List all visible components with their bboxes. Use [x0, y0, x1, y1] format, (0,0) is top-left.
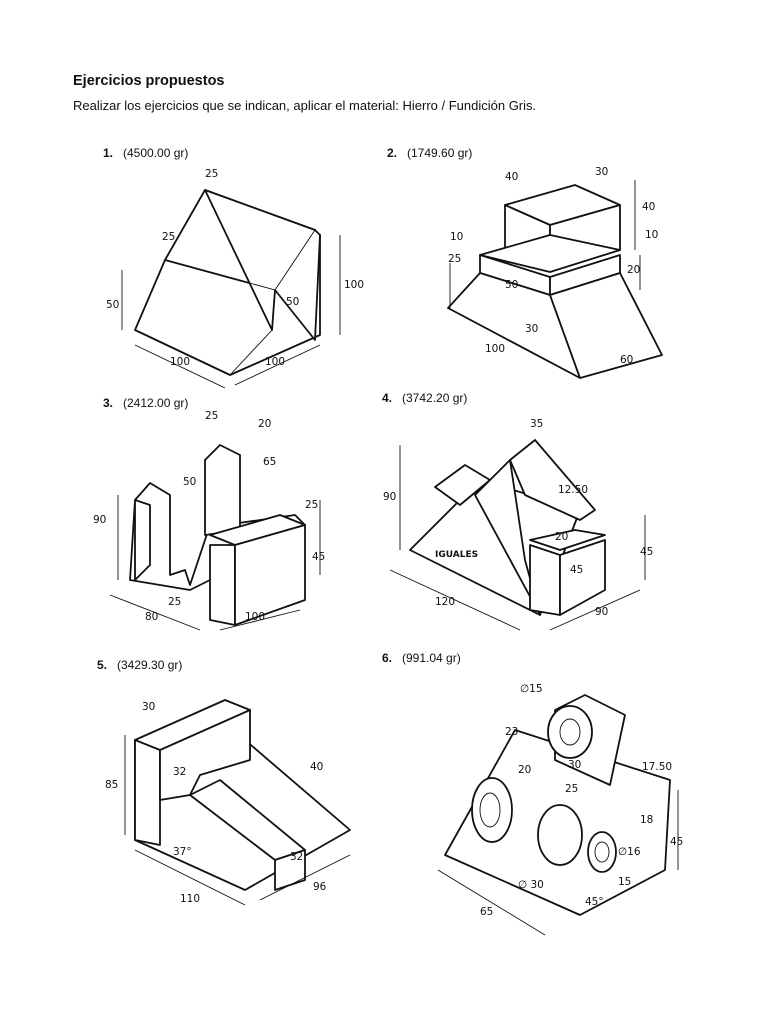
- exercise-3-drawing: 25 20 65 50 90 25 45 25 80 100: [90, 405, 350, 645]
- dimension-label: 100: [265, 356, 285, 368]
- dimension-label: 18: [640, 814, 653, 826]
- exercise-number: 1.: [103, 146, 114, 160]
- dimension-label: 37°: [173, 846, 192, 858]
- dimension-label: 20: [555, 531, 568, 543]
- dimension-label: 45: [670, 836, 683, 848]
- dimension-label: ∅15: [520, 683, 543, 695]
- dimension-label: 85: [105, 779, 118, 791]
- dimension-label: 110: [180, 893, 200, 905]
- exercise-number: 4.: [382, 391, 393, 405]
- dimension-label: 100: [344, 279, 364, 291]
- dimension-label: 25: [565, 783, 578, 795]
- dimension-label: ∅16: [618, 846, 641, 858]
- dimension-label: IGUALES: [435, 550, 478, 560]
- dimension-label: 50: [286, 296, 299, 308]
- dimension-label: 35: [530, 418, 543, 430]
- dimension-label: 90: [93, 514, 106, 526]
- dimension-label: 45°: [585, 896, 604, 908]
- dimension-label: 100: [245, 611, 265, 623]
- exercise-1-label: 1. (4500.00 gr): [103, 146, 188, 160]
- instructions-text: Realizar los ejercicios que se indican, …: [73, 98, 537, 113]
- dimension-label: 120: [435, 596, 455, 608]
- dimension-label: 45: [312, 551, 325, 563]
- exercise-mass: (991.04 gr): [402, 651, 461, 665]
- exercise-3-label: 3. (2412.00 gr): [103, 396, 188, 410]
- exercise-number: 5.: [97, 658, 108, 672]
- page-heading: Ejercicios propuestos: [73, 73, 225, 89]
- dimension-label: 15: [618, 876, 631, 888]
- dimension-label: 25: [162, 231, 175, 243]
- dimension-label: 25: [448, 253, 461, 265]
- dimension-label: 17.50: [642, 761, 672, 773]
- exercise-mass: (3429.30 gr): [117, 658, 183, 672]
- exercise-6-label: 6. (991.04 gr): [382, 651, 461, 665]
- dimension-label: 90: [383, 491, 396, 503]
- dimension-label: 25: [305, 499, 318, 511]
- dimension-label: ∅ 30: [518, 879, 544, 891]
- dimension-label: 90: [595, 606, 608, 618]
- dimension-label: 20: [627, 264, 640, 276]
- dimension-label: 60: [620, 354, 633, 366]
- dimension-label: 45: [570, 564, 583, 576]
- dimension-label: 100: [170, 356, 190, 368]
- exercise-mass: (1749.60 gr): [407, 146, 473, 160]
- dimension-label: 10: [450, 231, 463, 243]
- dimension-label: 12.50: [558, 484, 588, 496]
- dimension-label: 23: [505, 726, 518, 738]
- exercise-number: 3.: [103, 396, 114, 410]
- dimension-label: 80: [145, 611, 158, 623]
- exercise-mass: (3742.20 gr): [402, 391, 468, 405]
- exercise-number: 6.: [382, 651, 393, 665]
- dimension-label: 25: [205, 168, 218, 180]
- dimension-label: 65: [263, 456, 276, 468]
- dimension-label: 100: [485, 343, 505, 355]
- exercise-5-label: 5. (3429.30 gr): [97, 658, 182, 672]
- exercise-2-label: 2. (1749.60 gr): [387, 146, 472, 160]
- dimension-label: 65: [480, 906, 493, 918]
- exercise-4-drawing: 35 90 12.50 20 IGUALES 45 45 120 90: [380, 405, 660, 645]
- exercise-5-drawing: 30 85 32 40 37° 32 110 96: [95, 680, 355, 930]
- dimension-label: 40: [310, 761, 323, 773]
- dimension-label: 30: [595, 166, 608, 178]
- dimension-label: 20: [258, 418, 271, 430]
- dimension-label: 20: [518, 764, 531, 776]
- dimension-label: 10: [645, 229, 658, 241]
- dimension-label: 50: [183, 476, 196, 488]
- dimension-label: 30: [142, 701, 155, 713]
- dimension-label: 50: [106, 299, 119, 311]
- exercise-1-drawing: 25 25 50 50 100 100 100: [100, 160, 364, 390]
- dimension-label: 40: [642, 201, 655, 213]
- exercise-6-drawing: ∅15 23 20 30 17.50 25 18 45 ∅16 ∅ 30 15 …: [420, 670, 690, 940]
- dimension-label: 96: [313, 881, 327, 893]
- dimension-label: 32: [290, 851, 303, 863]
- exercise-mass: (4500.00 gr): [123, 146, 189, 160]
- exercise-number: 2.: [387, 146, 398, 160]
- exercise-mass: (2412.00 gr): [123, 396, 189, 410]
- dimension-label: 32: [173, 766, 186, 778]
- dimension-label: 40: [505, 171, 518, 183]
- dimension-label: 25: [168, 596, 181, 608]
- exercise-4-label: 4. (3742.20 gr): [382, 391, 467, 405]
- dimension-label: 25: [205, 410, 218, 422]
- dimension-label: 50: [505, 279, 518, 291]
- dimension-label: 30: [525, 323, 538, 335]
- exercise-2-drawing: 40 30 40 10 10 25 50 20 30 100 60: [430, 160, 690, 390]
- dimension-label: 30: [568, 759, 581, 771]
- dimension-label: 45: [640, 546, 653, 558]
